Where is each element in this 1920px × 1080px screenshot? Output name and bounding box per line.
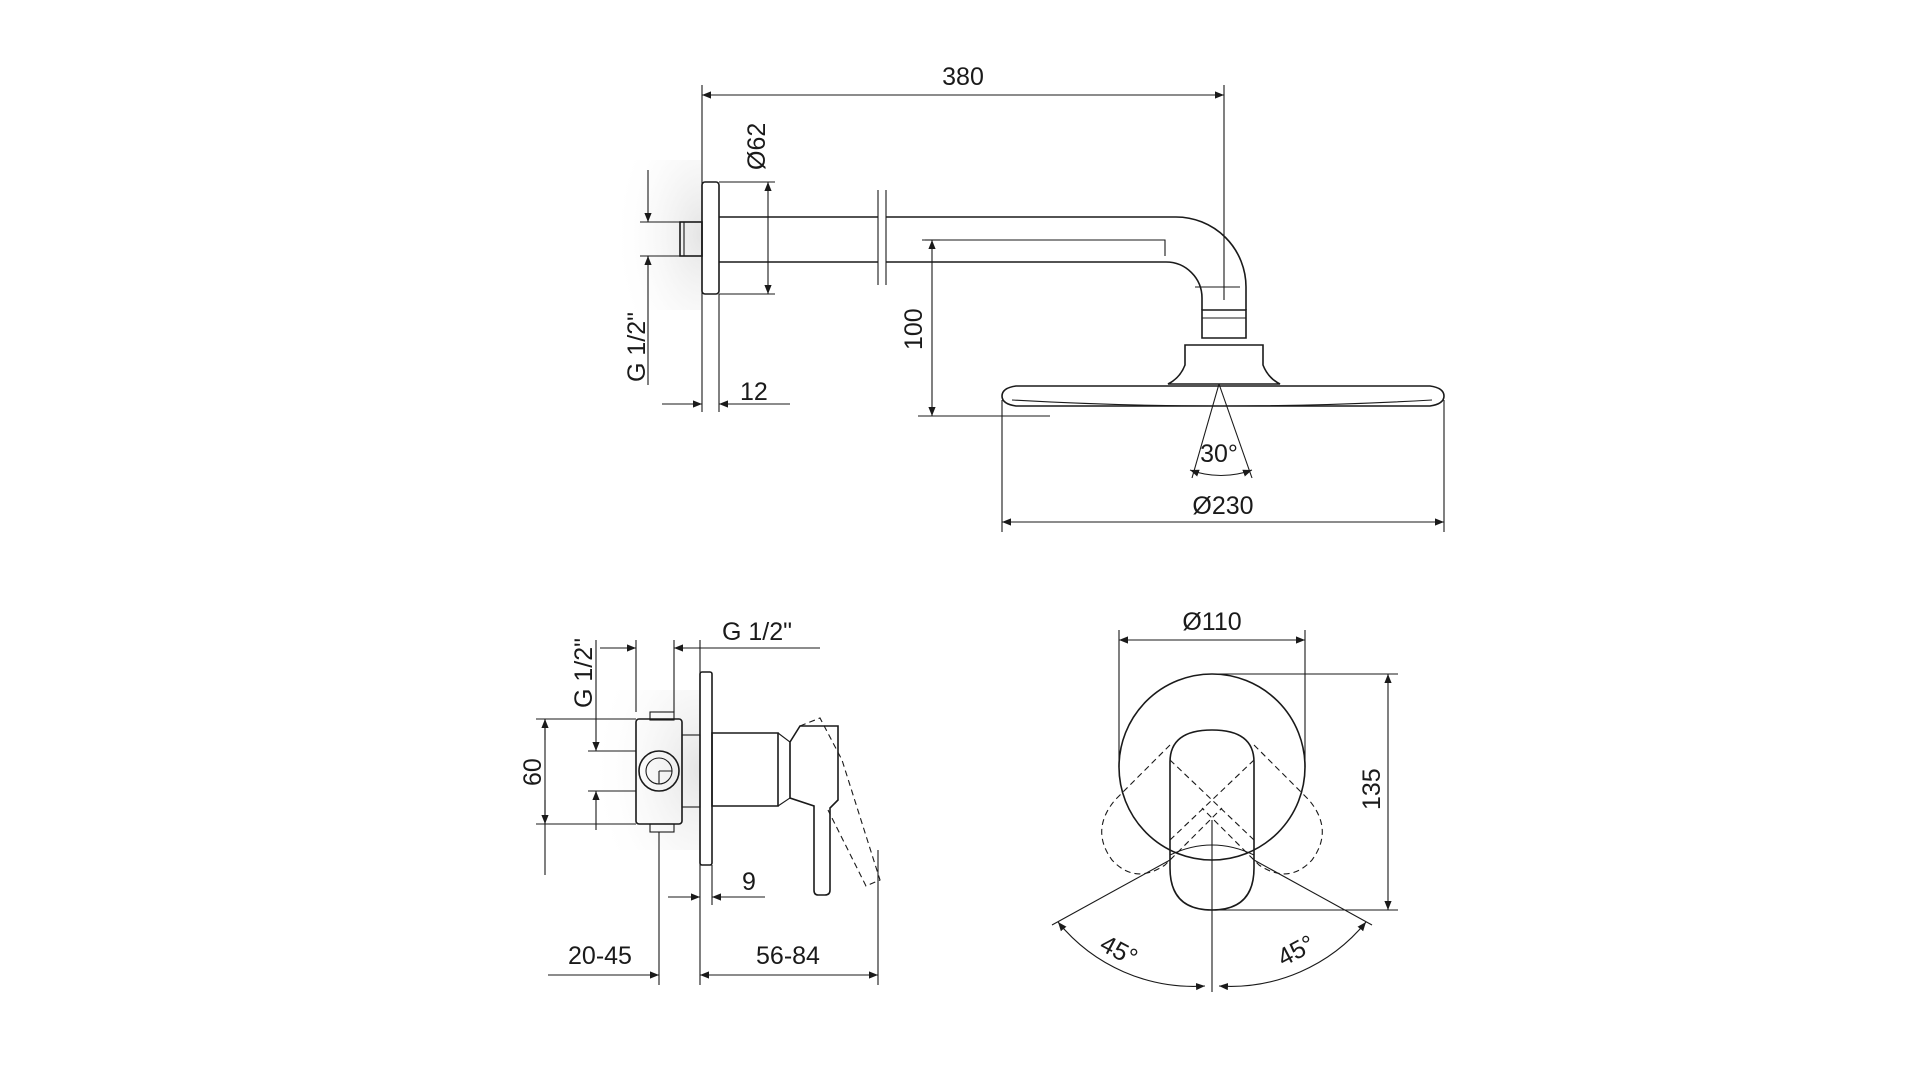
spray-line-left	[1191, 383, 1220, 479]
dim-plate-diameter: Ø110	[1182, 608, 1241, 636]
handle-lever	[789, 725, 839, 896]
port-mark	[658, 770, 672, 784]
dim-head-diameter: Ø230	[1192, 492, 1253, 520]
dim-total-height: 135	[1358, 768, 1386, 810]
dim-flange-diameter: Ø62	[743, 123, 771, 170]
dim-drop-height: 100	[900, 308, 928, 350]
dim-flange-thickness: 12	[740, 378, 768, 406]
handle-body	[711, 732, 779, 807]
handle-rotated-left	[1101, 744, 1223, 875]
mixer-front-view: Ø110 135 45° 45°	[1051, 608, 1398, 992]
dim-install-depth: 20-45	[568, 942, 632, 970]
dim-body-height: 60	[519, 758, 547, 786]
angle-line-left	[1051, 859, 1171, 926]
angle-arc-right	[1218, 921, 1367, 991]
shower-arm-right	[886, 216, 1247, 310]
angle-line-right	[1253, 859, 1373, 926]
dim-arm-length: 380	[942, 63, 984, 91]
ball-joint	[1201, 309, 1247, 339]
handle-rotated-right	[1201, 744, 1323, 875]
wall-shading-2	[590, 690, 700, 850]
wall-shading	[612, 160, 702, 310]
dim-projection: 56-84	[756, 942, 820, 970]
dim-rotation-left: 45°	[1095, 930, 1142, 972]
arm-centerline	[922, 239, 1166, 256]
handle-lever-rotated	[799, 717, 881, 887]
spray-angle-arc	[1189, 469, 1253, 477]
shower-arm-left	[719, 216, 878, 263]
wall-flange	[701, 181, 720, 295]
angle-arc-left	[1057, 921, 1206, 991]
head-underside	[1011, 399, 1433, 407]
dim-plate-gap: 9	[742, 868, 756, 896]
shower-head-plate	[1001, 385, 1445, 407]
top-inlet	[649, 711, 675, 721]
dim-thread-top: G 1/2"	[722, 618, 792, 646]
head-collar	[1167, 344, 1281, 385]
body-port-outer	[638, 750, 680, 792]
cover-plate	[699, 671, 713, 866]
mixer-side-view: G 1/2" G 1/2" 60 9 20-45 56-84	[519, 618, 881, 985]
handle-neck	[777, 732, 791, 807]
dim-spray-angle: 30°	[1200, 440, 1238, 468]
shower-head-view: 380 Ø62 G 1/2" 12 100 30° Ø230	[612, 63, 1445, 532]
spray-line-right	[1218, 383, 1253, 479]
dim-inlet-thread: G 1/2"	[623, 312, 651, 382]
dim-thread-side: G 1/2"	[570, 638, 598, 708]
bottom-outlet	[649, 823, 675, 833]
front-handle-lever	[1169, 729, 1255, 911]
